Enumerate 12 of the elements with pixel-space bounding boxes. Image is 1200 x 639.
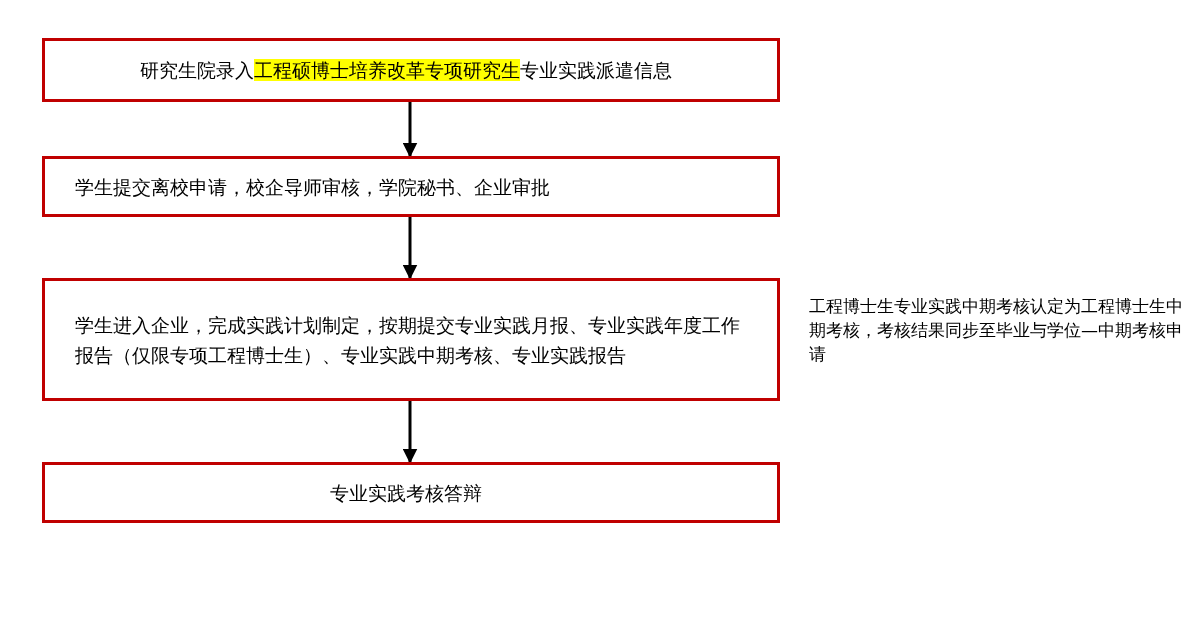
note-text: 工程博士生专业实践中期考核认定为工程博士生中期考核，考核结果同步至毕业与学位—中期考核申请 (809, 295, 1184, 366)
step-text: 研究生院录入工程硕博士培养改革专项研究生专业实践派遣信息 (140, 58, 672, 83)
arrow (402, 401, 418, 464)
process-box (42, 38, 780, 102)
step-text: 学生提交离校申请，校企导师审核，学院秘书、企业审批 (75, 174, 550, 200)
arrow (402, 217, 418, 280)
process-box (42, 462, 780, 523)
process-box (42, 156, 780, 217)
process-box (42, 278, 780, 401)
step-text: 学生进入企业，完成实践计划制定，按期提交专业实践月报、专业实践年度工作报告（仅限专项工程博士生）、专业实践中期考核、专业实践报告 (75, 312, 741, 368)
arrow (402, 102, 418, 158)
step-text: 专业实践考核答辩 (330, 480, 482, 506)
